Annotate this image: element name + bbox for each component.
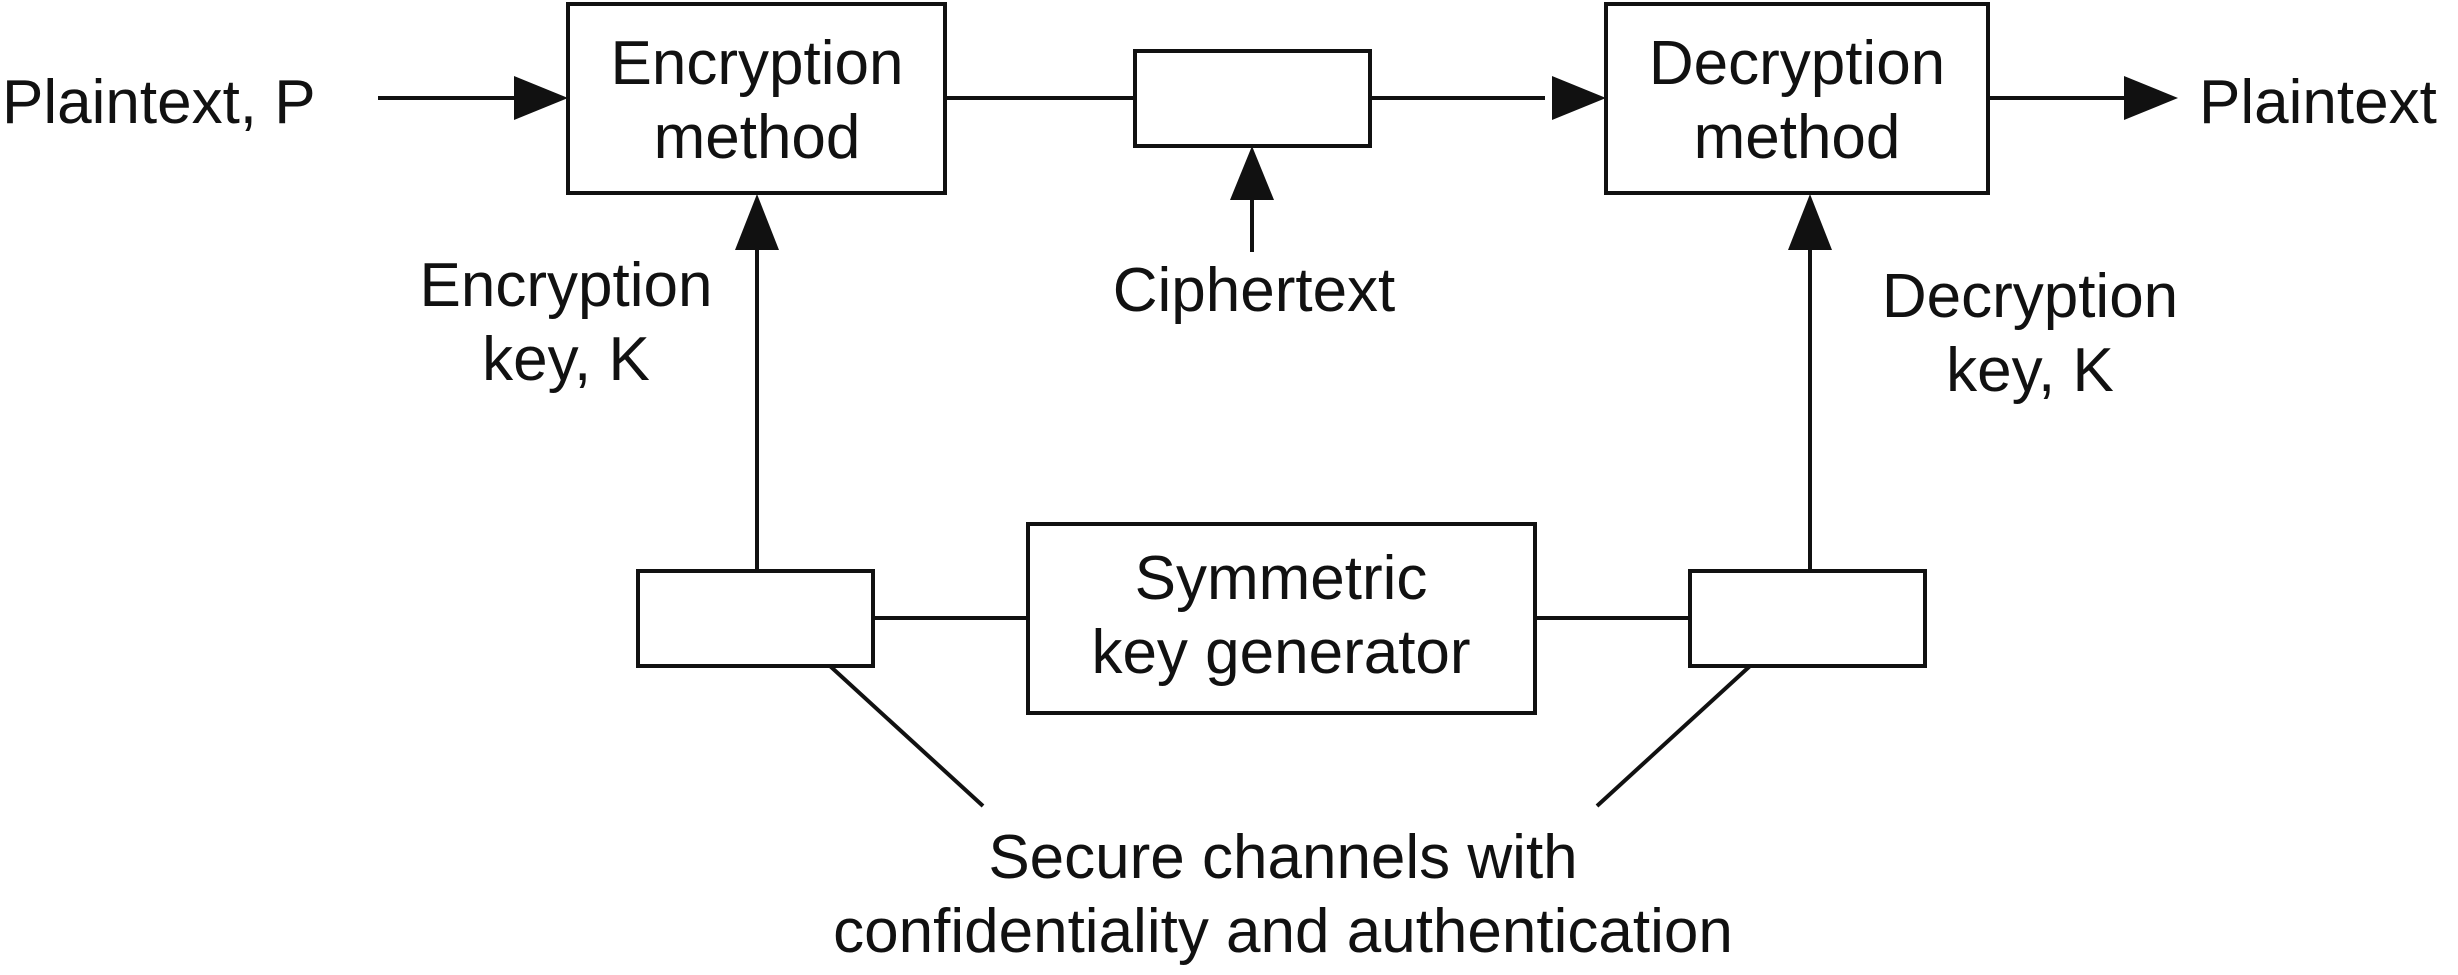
decryption-method-label-line2: method: [1694, 103, 1901, 172]
connectors: [378, 96, 2125, 808]
ciphertext-box: [1133, 49, 1372, 148]
right-secure-channel-box: [1688, 569, 1927, 668]
left-secure-channel-pointer: [828, 664, 985, 808]
arrowheads: [514, 76, 2178, 250]
plaintext-output-label: Plaintext: [2199, 68, 2437, 137]
key-generator-label-line1: Symmetric: [1135, 544, 1428, 613]
arrowhead-ciphertext-up: [1230, 146, 1274, 200]
secure-channels-label-line2: confidentiality and authentication: [833, 897, 1733, 966]
decryption-method-box: [1604, 2, 1990, 195]
arrowhead-decryption-key-up: [1788, 194, 1832, 250]
key-generator-label-line2: key generator: [1091, 618, 1470, 687]
arrowhead-into-decryption: [1552, 76, 1606, 120]
right-secure-channel-pointer: [1595, 664, 1752, 808]
arrowhead-into-encryption: [514, 76, 568, 120]
arrowhead-plaintext-out: [2124, 76, 2178, 120]
ciphertext-label: Ciphertext: [1113, 256, 1396, 325]
encryption-method-label-line1: Encryption: [611, 29, 904, 98]
decryption-method-label-line1: Decryption: [1649, 29, 1945, 98]
encryption-method-label-line2: method: [654, 103, 861, 172]
symmetric-key-generator-box: [1026, 522, 1537, 715]
arrowhead-encryption-key-up: [735, 194, 779, 250]
encryption-key-label-line1: Encryption: [420, 251, 713, 320]
decryption-key-label-line1: Decryption: [1882, 262, 2178, 331]
left-secure-channel-box: [636, 569, 875, 668]
secure-channels-label-line1: Secure channels with: [988, 823, 1577, 892]
decryption-key-label-line2: key, K: [1946, 336, 2114, 405]
encryption-method-box: [566, 2, 947, 195]
plaintext-input-label: Plaintext, P: [2, 68, 316, 137]
encryption-key-label-line2: key, K: [482, 325, 650, 394]
